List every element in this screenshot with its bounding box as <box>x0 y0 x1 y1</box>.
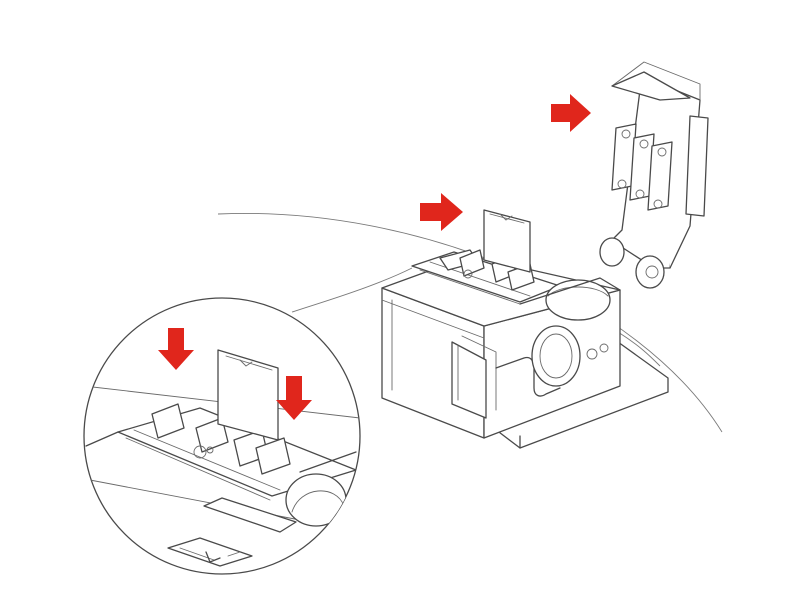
arrow-lid <box>551 94 591 132</box>
fiber-cleaver-icon <box>381 61 709 449</box>
arrow-blade <box>420 193 463 231</box>
arrow-down-right <box>276 376 312 420</box>
arrow-down-left <box>158 328 194 370</box>
magnifier-detail-icon <box>83 297 361 575</box>
red-arrow-icon <box>158 94 591 420</box>
